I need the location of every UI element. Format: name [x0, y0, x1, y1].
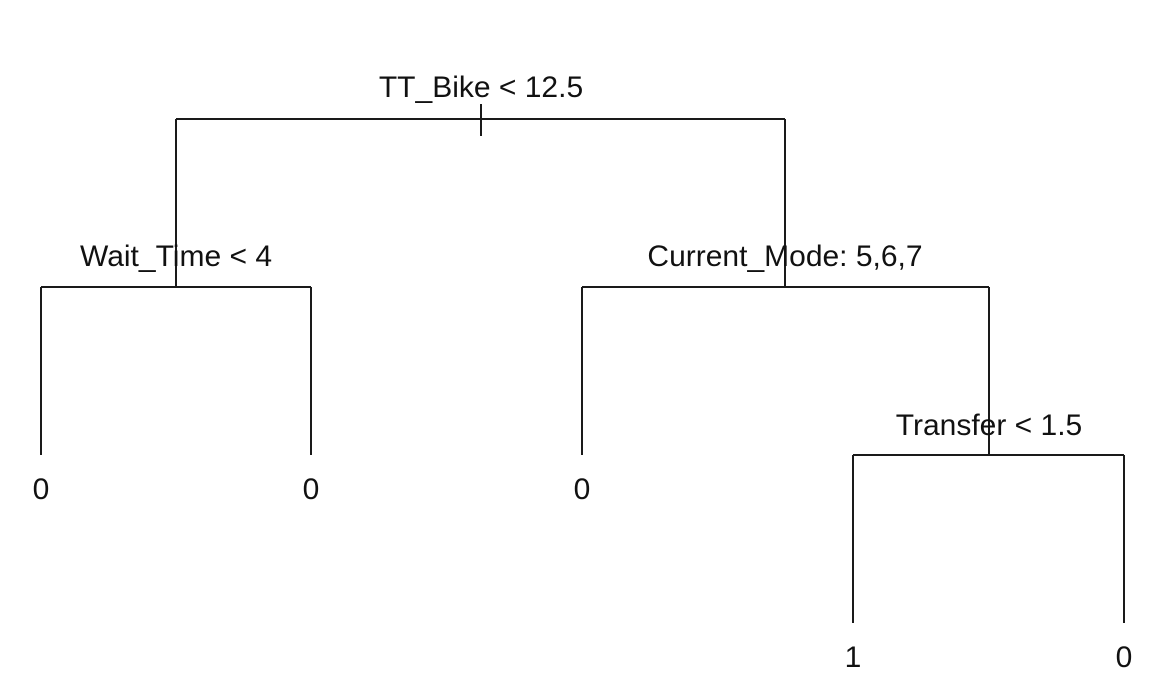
leaf-left-left: 0	[33, 473, 50, 506]
right-split-label: Current_Mode: 5,6,7	[647, 240, 922, 273]
leaf-labels: 0 0 0 1 0	[33, 473, 1133, 674]
leaf-right-right-left: 1	[845, 641, 862, 674]
leaf-left-right: 0	[303, 473, 320, 506]
root-split-label: TT_Bike < 12.5	[379, 71, 583, 104]
leaf-right-right-right: 0	[1116, 641, 1133, 674]
right-split: Current_Mode: 5,6,7	[581, 240, 990, 455]
right-right-split: Transfer < 1.5	[852, 409, 1125, 623]
leaf-right-left: 0	[574, 473, 591, 506]
root-split: TT_Bike < 12.5	[175, 71, 786, 287]
right-right-split-label: Transfer < 1.5	[896, 409, 1082, 442]
left-split: Wait_Time < 4	[40, 240, 312, 455]
left-split-label: Wait_Time < 4	[80, 240, 272, 273]
